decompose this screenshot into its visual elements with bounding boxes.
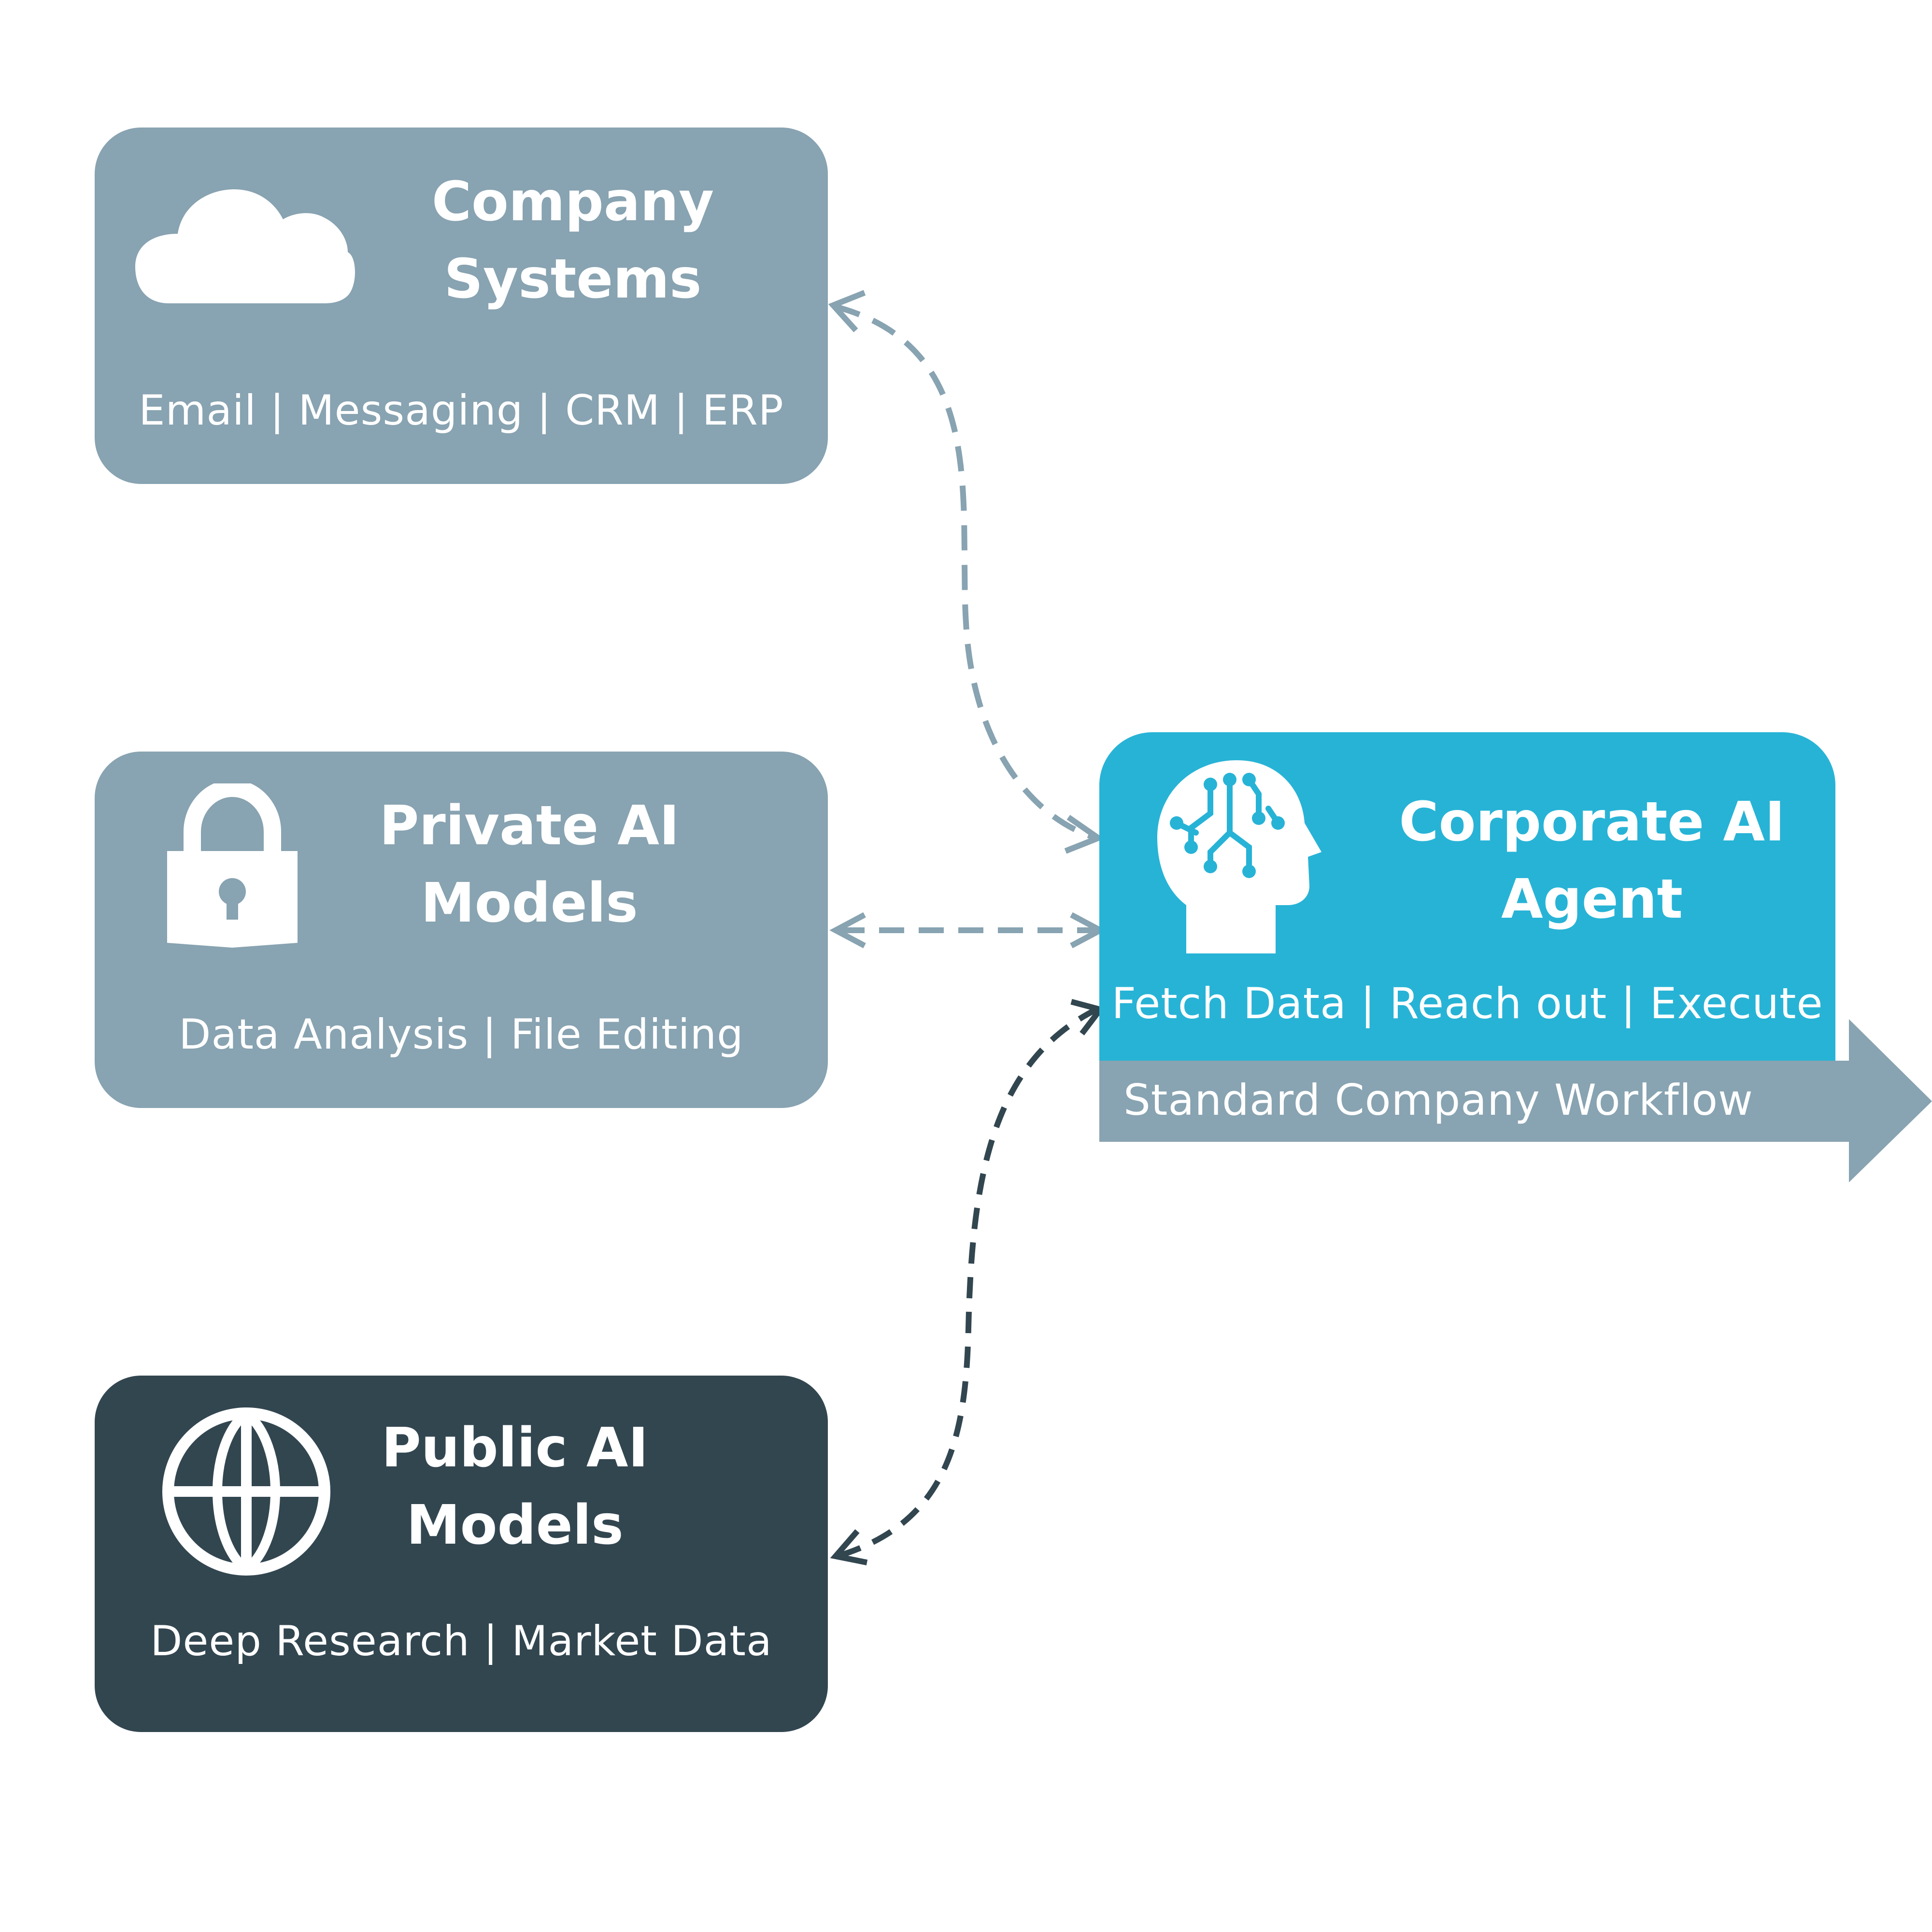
agent-subtitle: Fetch Data | Reach out | Execute [1111,979,1823,1028]
lock-icon [167,783,298,948]
company-systems-subtitle: Email | Messaging | CRM | ERP [139,386,784,435]
arrowhead-private [829,912,866,949]
arrowhead-company [828,290,866,333]
private-ai-title: Private AI Models [365,787,694,942]
globe-icon [162,1407,330,1576]
public-ai-subtitle: Deep Research | Market Data [150,1617,772,1665]
arrowhead-agent-top [1064,815,1105,854]
workflow-label: Standard Company Workflow [1123,1075,1754,1125]
title-line-2: Models [421,872,638,935]
connector-public-agent [839,1007,1098,1558]
corporate-ai-agent-box: Corporate AI Agent Fetch Data | Reach ou… [1099,732,1835,1061]
title-line-1: Corporate AI [1399,791,1785,853]
private-ai-subtitle: Data Analysis | File Editing [179,1010,744,1059]
ai-head-icon [1157,760,1321,953]
company-systems-box: Company Systems Email | Messaging | CRM … [95,128,828,484]
public-ai-box: Public AI Models Deep Research | Market … [95,1376,828,1732]
public-ai-title: Public AI Models [351,1409,679,1564]
agent-title: Corporate AI Agent [1350,783,1833,938]
title-line-1: Public AI [381,1417,649,1479]
arrowhead-public [830,1529,868,1565]
title-line-1: Company [431,170,714,233]
title-line-2: Agent [1501,868,1683,931]
connector-company-agent [835,304,1097,841]
cloud-icon [135,189,355,303]
title-line-2: Systems [444,248,702,311]
title-line-2: Models [406,1494,624,1557]
title-line-1: Private AI [379,795,680,857]
company-systems-title: Company Systems [409,163,737,318]
private-ai-box: Private AI Models Data Analysis | File E… [95,752,828,1108]
